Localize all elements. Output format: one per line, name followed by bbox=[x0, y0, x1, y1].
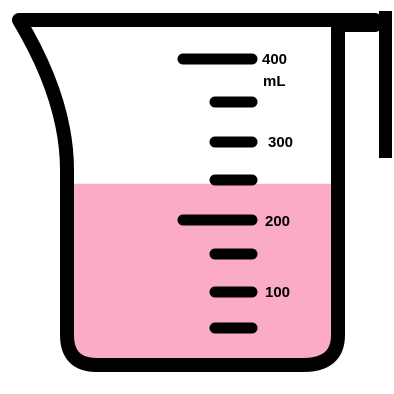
graduation-marks bbox=[177, 53, 258, 334]
scale-label-400: 400 bbox=[262, 51, 287, 68]
beaker-outline bbox=[12, 13, 382, 372]
scale-label-unit: mL bbox=[263, 73, 286, 90]
beaker-spout bbox=[379, 11, 392, 158]
scale-label-200: 200 bbox=[265, 213, 290, 230]
scale-label-300: 300 bbox=[268, 134, 293, 151]
liquid-fill bbox=[19, 183, 375, 365]
scale-label-100: 100 bbox=[265, 284, 290, 301]
